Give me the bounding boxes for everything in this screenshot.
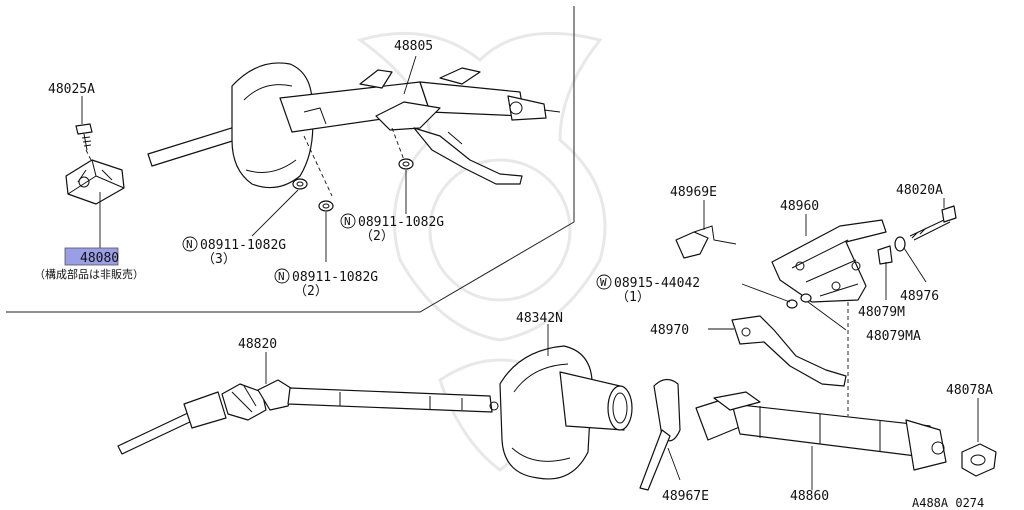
label-48970: 48970 xyxy=(650,323,689,338)
label-48025a: 48025A xyxy=(48,82,95,97)
nut-marker-letter: N xyxy=(344,215,351,228)
label-washer-08915-qty: （1） xyxy=(616,290,650,305)
screw-48025a-icon xyxy=(75,123,93,151)
label-48967e: 48967E xyxy=(662,489,709,504)
nut-48078a-icon xyxy=(961,443,997,477)
highlight-48080 xyxy=(64,247,119,266)
label-48960: 48960 xyxy=(780,199,819,214)
label-bolt-08911-b-qty: （3） xyxy=(202,252,236,267)
nut-marker-icon: N xyxy=(340,213,356,229)
label-48342n: 48342N xyxy=(516,311,563,326)
nut-icon xyxy=(398,158,414,170)
label-48860: 48860 xyxy=(790,489,829,504)
label-bolt-08911-c-qty: （2） xyxy=(294,284,328,299)
washer-marker-icon: W xyxy=(596,274,612,290)
label-bolt-08911-c: 08911-1082G xyxy=(292,270,378,285)
band-48967e-icon xyxy=(639,378,681,491)
label-48079m: 48079M xyxy=(858,305,905,320)
label-48078a: 48078A xyxy=(946,383,993,398)
nut-icon xyxy=(318,200,334,212)
shaft-48820-icon xyxy=(117,379,499,455)
label-bolt-08911-a: 08911-1082G xyxy=(358,215,444,230)
label-48079ma: 48079MA xyxy=(866,329,921,344)
switch-48080-icon xyxy=(65,159,125,205)
clip-48969e-icon xyxy=(675,225,737,259)
label-48976: 48976 xyxy=(900,289,939,304)
column-48805-icon xyxy=(147,62,561,189)
label-bolt-08911-b: 08911-1082G xyxy=(200,238,286,253)
washer-marker-letter: W xyxy=(600,276,607,289)
bolt-48020a-icon xyxy=(909,205,957,241)
nut-marker-letter: N xyxy=(186,238,193,251)
bracket-48960-icon xyxy=(771,219,887,303)
label-48969e: 48969E xyxy=(670,185,717,200)
label-washer-08915: 08915-44042 xyxy=(614,276,700,291)
label-48080-note: （構成部品は非販売） xyxy=(34,267,144,281)
label-48080: 48080 xyxy=(80,251,119,266)
washer-icon xyxy=(786,293,812,309)
watermark-emblem xyxy=(356,31,607,472)
clip-48079m-icon xyxy=(877,245,893,265)
washer-48976-icon xyxy=(894,236,906,252)
nut-icon xyxy=(292,178,308,190)
label-48820: 48820 xyxy=(238,337,277,352)
label-48805: 48805 xyxy=(394,39,433,54)
lever-48970-icon xyxy=(731,315,847,387)
column-48860-icon xyxy=(695,391,947,471)
label-bolt-08911-a-qty: （2） xyxy=(360,229,394,244)
boot-48342n-icon xyxy=(499,345,633,480)
inset-frame xyxy=(6,6,575,313)
nut-marker-icon: N xyxy=(182,236,198,252)
nut-marker-letter: N xyxy=(278,270,285,283)
label-48020a: 48020A xyxy=(896,183,943,198)
reference-code: A488A 0274 xyxy=(912,496,984,510)
nut-marker-icon: N xyxy=(274,268,290,284)
